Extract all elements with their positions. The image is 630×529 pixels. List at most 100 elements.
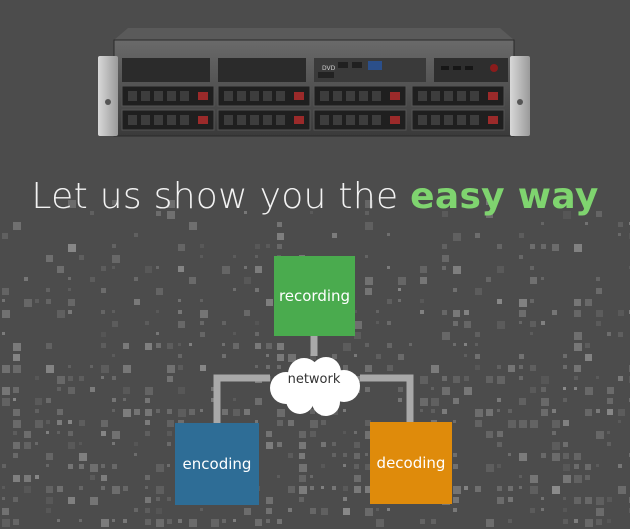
pattern-square (255, 244, 260, 249)
pattern-square (475, 365, 480, 370)
pattern-square (354, 310, 357, 313)
pattern-square (420, 277, 427, 284)
pattern-square (112, 442, 115, 445)
pattern-square (24, 442, 31, 449)
pattern-square (343, 453, 347, 457)
pattern-square (13, 343, 21, 351)
pattern-square (508, 453, 511, 456)
pattern-square (134, 277, 138, 281)
pattern-square (112, 354, 115, 357)
pattern-square (255, 332, 259, 336)
pattern-square (145, 266, 152, 273)
pattern-square (332, 233, 337, 238)
pattern-square (563, 497, 566, 500)
pattern-square (57, 486, 63, 492)
pattern-square (156, 409, 160, 413)
pattern-square (530, 277, 537, 284)
pattern-square (431, 398, 439, 406)
pattern-square (2, 332, 5, 335)
pattern-square (596, 310, 603, 317)
pattern-square (618, 310, 624, 316)
pattern-square (90, 211, 94, 215)
pattern-square (167, 431, 172, 436)
drive-bay (217, 109, 311, 131)
pattern-square (24, 299, 32, 307)
pattern-square (310, 211, 313, 214)
pattern-square (486, 409, 493, 416)
drive-bay (121, 85, 215, 107)
pattern-square (13, 409, 20, 416)
pattern-square (145, 508, 150, 513)
pattern-square (497, 464, 501, 468)
pattern-square (552, 442, 560, 450)
connector-network-decoding (360, 374, 414, 422)
pattern-square (134, 508, 138, 512)
pattern-square (343, 464, 346, 467)
pattern-square (321, 442, 326, 447)
pattern-square (365, 211, 369, 215)
pattern-square (123, 519, 127, 523)
pattern-square (266, 497, 273, 504)
pattern-square (585, 354, 592, 361)
pattern-square (255, 321, 259, 325)
pattern-square (475, 420, 482, 427)
pattern-square (497, 442, 502, 447)
pattern-square (574, 376, 578, 380)
pattern-square (321, 420, 326, 425)
pattern-square (112, 409, 115, 412)
pattern-square (112, 376, 116, 380)
pattern-square (343, 508, 350, 515)
pattern-square (464, 321, 471, 328)
pattern-square (266, 519, 270, 523)
pattern-square (607, 442, 611, 446)
pattern-square (420, 376, 428, 384)
pattern-square (530, 508, 535, 513)
pattern-square (321, 464, 325, 468)
pattern-square (464, 354, 467, 357)
pattern-square (354, 332, 361, 339)
pattern-square (596, 288, 602, 294)
pattern-square (288, 486, 295, 493)
pattern-square (189, 343, 192, 346)
pattern-square (596, 376, 599, 379)
pattern-square (46, 255, 53, 262)
pattern-square (442, 387, 450, 395)
pattern-square (365, 365, 372, 372)
pattern-square (244, 409, 250, 415)
pattern-square (299, 431, 306, 438)
pattern-square (541, 244, 546, 249)
pattern-square (112, 486, 120, 494)
pattern-square (200, 332, 205, 337)
pattern-square (288, 453, 293, 458)
pattern-square (442, 310, 447, 315)
pattern-square (497, 398, 501, 402)
pattern-square (200, 321, 204, 325)
pattern-square (255, 519, 262, 526)
pattern-square (145, 519, 151, 525)
pattern-square (68, 200, 76, 208)
pattern-square (189, 519, 197, 527)
pattern-square (453, 321, 458, 326)
pattern-square (2, 310, 10, 318)
pattern-square (519, 233, 524, 238)
pattern-square (13, 365, 21, 373)
pattern-square (266, 442, 273, 449)
pattern-square (266, 431, 272, 437)
pattern-square (519, 365, 523, 369)
pattern-square (24, 475, 31, 482)
pattern-square (178, 321, 185, 328)
pattern-square (101, 365, 109, 373)
headline-text: Let us show you the (31, 176, 411, 217)
pattern-square (497, 431, 503, 437)
pattern-square (563, 398, 567, 402)
pattern-square (519, 420, 527, 428)
pattern-square (398, 387, 403, 392)
pattern-square (354, 442, 360, 448)
pattern-square (310, 475, 313, 478)
pattern-square (365, 486, 372, 493)
pattern-square (618, 486, 626, 494)
pattern-square (233, 288, 236, 291)
pattern-square (244, 266, 247, 269)
pattern-square (475, 409, 483, 417)
pattern-square (354, 475, 361, 482)
